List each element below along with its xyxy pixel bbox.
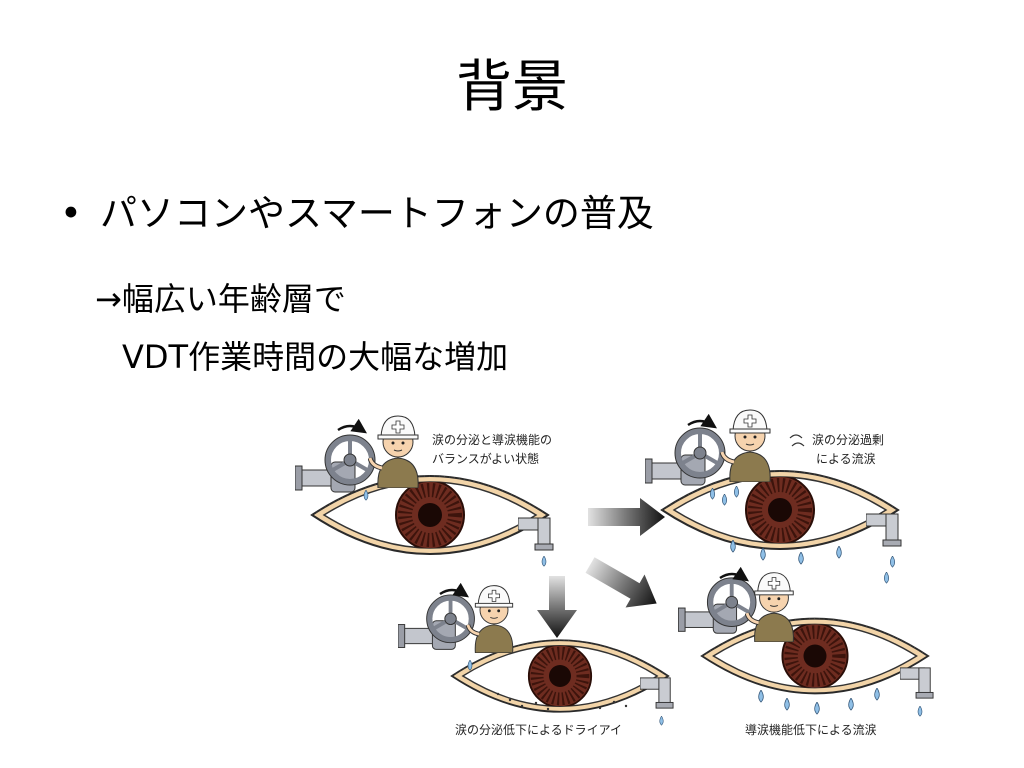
valve-icon	[398, 595, 474, 649]
eye-icon	[312, 476, 548, 554]
turn-arrow-icon	[439, 582, 469, 598]
bullet-marker: •	[60, 192, 82, 235]
eye-icon	[452, 640, 668, 712]
tear-drop-icon	[541, 556, 547, 567]
sweat-mark-icon	[789, 434, 805, 447]
sub-line-vdt-increase: VDT作業時間の大幅な増加	[122, 338, 509, 376]
tear-drop-icon	[798, 552, 804, 565]
eye-icon	[662, 471, 898, 549]
panel-balanced-label-line2: バランスがよい状態	[432, 451, 539, 466]
valve-icon	[645, 428, 725, 485]
turn-arrow-icon	[337, 418, 367, 434]
drain-icon	[640, 677, 674, 709]
panel-dry-eye-label: 涙の分泌低下によるドライアイ	[455, 722, 622, 737]
panel-drainage-failure: 導涙機能低下による流涙	[678, 566, 934, 737]
tear-drop-icon	[917, 706, 923, 717]
tear-drop-icon	[709, 488, 716, 500]
tear-drop-icon	[848, 698, 854, 711]
drain-icon	[900, 667, 934, 699]
worker-icon	[722, 410, 770, 482]
tear-drop-icon	[363, 490, 369, 501]
tear-drop-icon	[883, 572, 890, 584]
tear-drop-icon	[730, 540, 736, 553]
tear-drop-icon	[721, 494, 728, 506]
slide-title: 背景	[456, 55, 568, 120]
arrow-right-icon	[588, 498, 665, 536]
tear-drop-icon	[814, 702, 820, 715]
arrow-diagonal-icon	[585, 557, 657, 608]
panel-balanced-label-line1: 涙の分泌と導涙機能の	[432, 432, 552, 447]
panel-excess-label-line1: 涙の分泌過剰	[812, 432, 884, 447]
dry-speckles	[496, 692, 628, 711]
valve-icon	[678, 578, 756, 633]
worker-icon	[370, 416, 418, 488]
tear-drop-icon	[836, 546, 842, 559]
panel-dry-eye: 涙の分泌低下によるドライアイ	[398, 582, 674, 737]
tear-drop-icon	[733, 486, 740, 498]
panel-excess-secretion: 涙の分泌過剰 による流涙	[645, 410, 902, 584]
bullet-item: • パソコンやスマートフォンの普及	[60, 192, 960, 236]
drain-icon	[866, 513, 902, 547]
panel-excess-label-line2: による流涙	[816, 451, 876, 466]
eye-icon	[702, 619, 928, 694]
worker-icon	[468, 586, 513, 653]
panel-drainage-failure-label: 導涙機能低下による流涙	[745, 722, 877, 737]
turn-arrow-icon	[687, 413, 717, 429]
panel-balanced: 涙の分泌と導涙機能の バランスがよい状態	[295, 416, 554, 567]
turn-arrow-icon	[719, 566, 749, 582]
tear-drop-icon	[760, 548, 766, 561]
tear-drop-icon	[874, 688, 880, 701]
tear-drop-icon	[758, 690, 764, 703]
tear-drop-icon	[467, 660, 473, 671]
drain-icon	[518, 517, 554, 551]
valve-icon	[295, 435, 375, 492]
worker-icon	[747, 573, 793, 642]
tear-drop-icon	[889, 556, 896, 568]
bullet-text: パソコンやスマートフォンの普及	[100, 192, 654, 235]
arrow-down-icon	[537, 576, 577, 638]
tear-drop-icon	[784, 698, 790, 711]
sub-line-age-range: →幅広い年齢層で	[95, 280, 346, 318]
tear-drop-icon	[659, 716, 664, 726]
